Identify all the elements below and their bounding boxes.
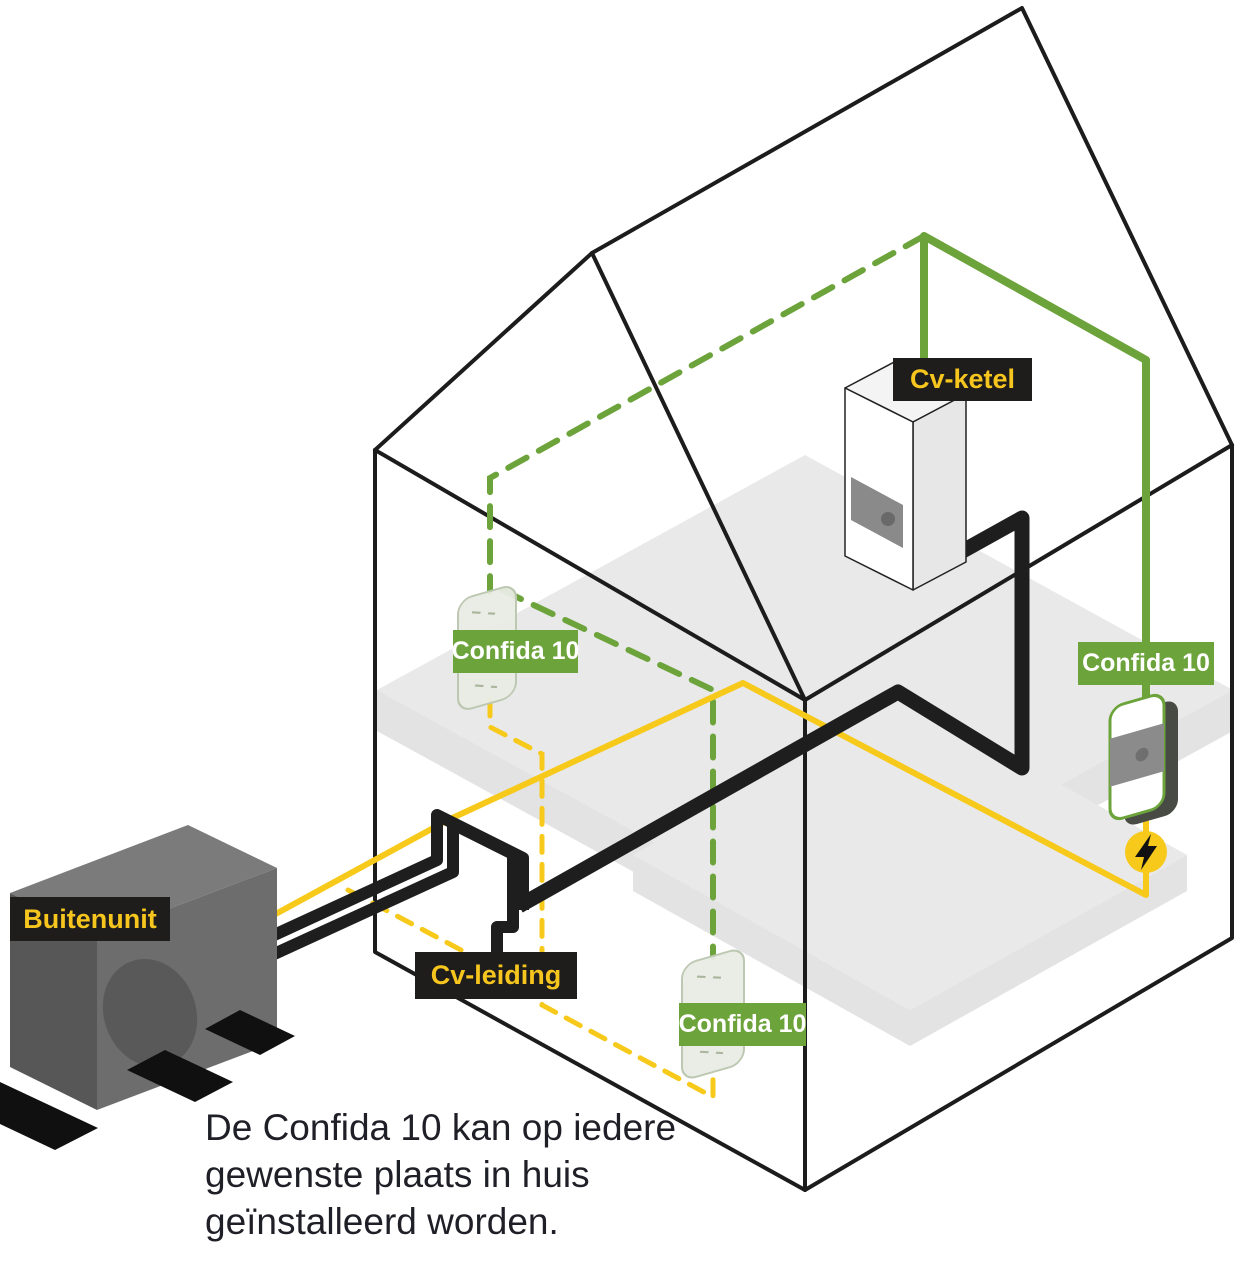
label-cv-leiding: Cv-leiding <box>415 952 577 999</box>
house-outline <box>373 6 1234 1192</box>
fan-icon <box>102 958 198 1068</box>
thermostat-device <box>1108 693 1178 825</box>
label-buitenunit: Buitenunit <box>10 897 170 941</box>
outdoor-unit <box>0 825 295 1150</box>
lightning-icon <box>1125 831 1167 873</box>
caption-text: De Confida 10 kan op iedere gewenste pla… <box>205 1107 677 1242</box>
label-confida-left: Confida 10 <box>452 630 579 673</box>
floor-slab-ground <box>633 700 1187 1046</box>
boiler-side <box>912 393 967 591</box>
label-confida-right: Confida 10 <box>1078 642 1214 685</box>
boiler-panel-dot <box>881 512 895 526</box>
label-cv-ketel: Cv-ketel <box>893 358 1032 401</box>
label-confida-bottom: Confida 10 <box>679 1003 806 1046</box>
outdoor-unit-left-face <box>10 893 97 1110</box>
outdoor-unit-feet <box>0 1010 295 1150</box>
boiler-panel <box>851 477 903 548</box>
green-pipe-dashed <box>487 233 927 960</box>
